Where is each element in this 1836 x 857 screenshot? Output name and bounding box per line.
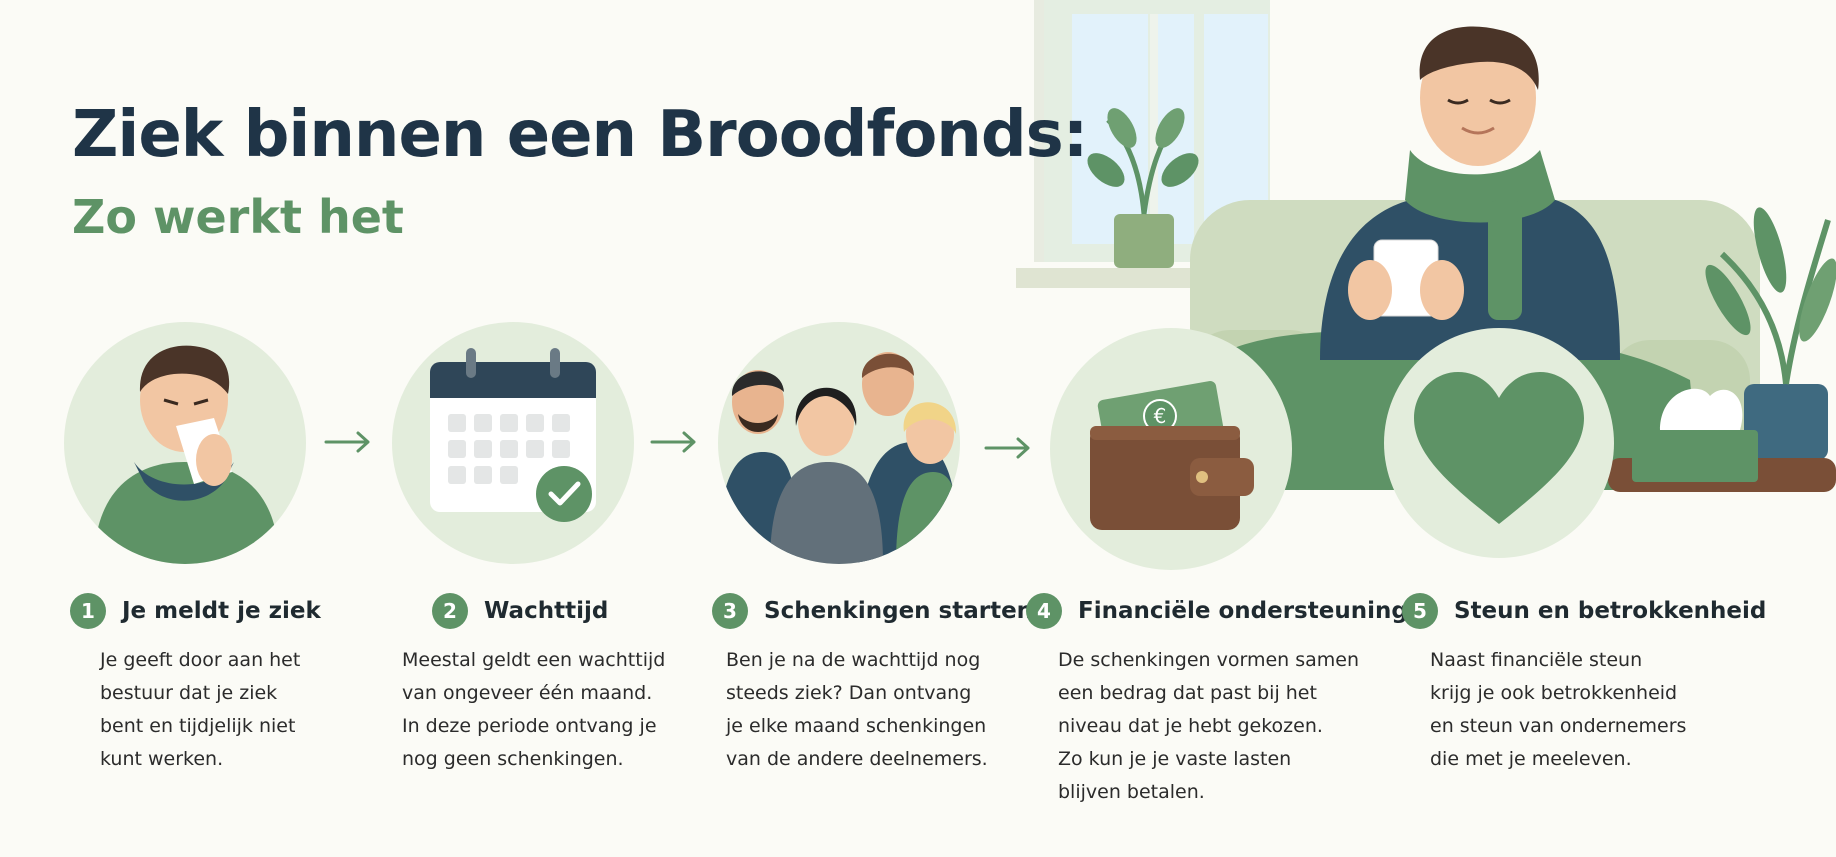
calendar-check-icon (430, 348, 596, 522)
wallet-money-icon: € (1090, 381, 1254, 530)
step-title: Je meldt je ziek (122, 598, 321, 624)
description-line: die met je meeleven. (1430, 748, 1632, 770)
step-3-illustration (718, 322, 960, 564)
step-1-illustration (64, 322, 306, 564)
step-3-heading: 3 Schenkingen starten (712, 593, 1033, 629)
arrow-right-icon (324, 431, 370, 453)
step-4-description: De schenkingen vormen samen een bedrag d… (1058, 644, 1359, 809)
step-number-badge: 2 (432, 593, 468, 629)
sneezing-person-icon (94, 345, 279, 564)
description-line: bent en tijdjelijk niet (100, 715, 296, 737)
description-line: Zo kun je je vaste lasten (1058, 748, 1292, 770)
arrow-right-icon (1306, 437, 1352, 459)
man-body (1320, 195, 1620, 360)
description-line: Ben je na de wachttijd nog (726, 649, 981, 671)
step-1-description: Je geeft door aan het bestuur dat je zie… (100, 644, 300, 776)
step-4-heading: 4 Financiële ondersteuning (1026, 593, 1408, 629)
step-3-description: Ben je na de wachttijd nog steeds ziek? … (726, 644, 988, 776)
step-title: Schenkingen starten (764, 598, 1034, 624)
step-number-badge: 1 (70, 593, 106, 629)
description-line: niveau dat je hebt gekozen. (1058, 715, 1323, 737)
description-line: Naast financiële steun (1430, 649, 1643, 671)
description-line: een bedrag dat past bij het (1058, 682, 1317, 704)
step-4-illustration: € (1050, 328, 1292, 570)
step-5-heading: 5 Steun en betrokkenheid (1402, 593, 1766, 629)
description-line: blijven betalen. (1058, 781, 1205, 803)
description-line: je elke maand schenkingen (726, 715, 987, 737)
group-people-icon (718, 352, 960, 564)
description-line: steeds ziek? Dan ontvang (726, 682, 972, 704)
description-line: nog geen schenkingen. (402, 748, 624, 770)
description-line: van de andere deelnemers. (726, 748, 988, 770)
sick-man-on-couch-illustration (1016, 0, 1836, 492)
description-line: Je geeft door aan het (100, 649, 301, 671)
description-line: en steun van ondernemers (1430, 715, 1687, 737)
step-2-description: Meestal geldt een wachttijd van ongeveer… (402, 644, 665, 776)
step-title: Financiële ondersteuning (1078, 598, 1408, 624)
description-line: bestuur dat je ziek (100, 682, 278, 704)
description-line: kunt werken. (100, 748, 224, 770)
description-line: In deze periode ontvang je (402, 715, 657, 737)
page-title: Ziek binnen een Broodfonds: (72, 98, 1088, 172)
heart-icon (1414, 372, 1584, 524)
step-number-badge: 5 (1402, 593, 1438, 629)
step-5-description: Naast financiële steun krijg je ook betr… (1430, 644, 1686, 776)
arrow-right-icon (650, 431, 696, 453)
svg-text:€: € (1154, 404, 1167, 428)
description-line: Meestal geldt een wachttijd (402, 649, 666, 671)
page-subtitle: Zo werkt het (72, 190, 404, 244)
description-line: krijg je ook betrokkenheid (1430, 682, 1678, 704)
step-number-badge: 4 (1026, 593, 1062, 629)
step-2-illustration (392, 322, 634, 564)
description-line: De schenkingen vormen samen (1058, 649, 1360, 671)
step-title: Wachttijd (484, 598, 609, 624)
step-1-heading: 1 Je meldt je ziek (70, 593, 321, 629)
step-number-badge: 3 (712, 593, 748, 629)
description-line: van ongeveer één maand. (402, 682, 653, 704)
step-title: Steun en betrokkenheid (1454, 598, 1767, 624)
tissue-box (1632, 430, 1758, 482)
step-5-illustration (1384, 328, 1614, 558)
floor-plant (1744, 384, 1828, 460)
step-2-heading: 2 Wachttijd (432, 593, 608, 629)
arrow-right-icon (984, 437, 1030, 459)
